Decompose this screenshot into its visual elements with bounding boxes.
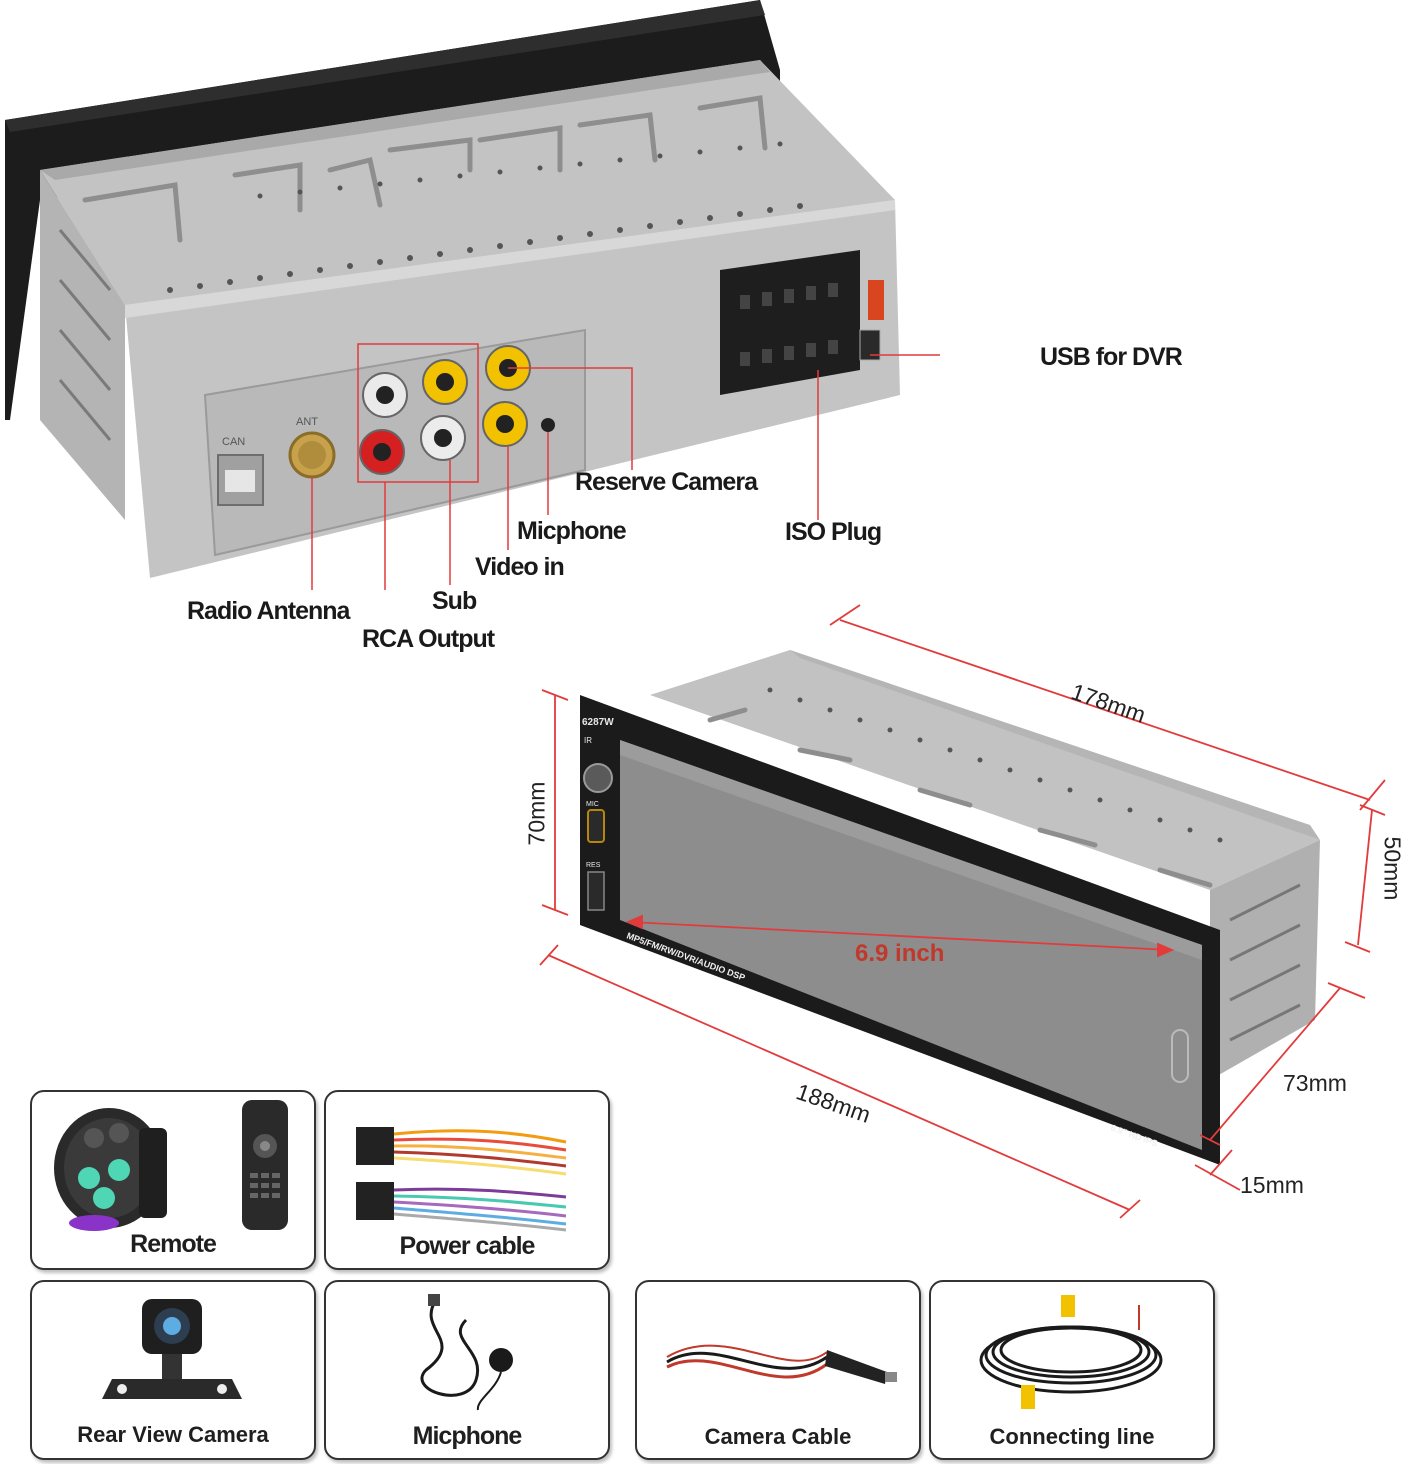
accessory-label-connecting-line: Connecting line (989, 1424, 1155, 1449)
accessory-card-power-cable: Power cable (324, 1090, 610, 1270)
connecting-line-icon (979, 1295, 1163, 1409)
video-in-label: Video in (475, 553, 565, 581)
body-height-dimension: 50mm (1379, 836, 1402, 901)
res-mark: RES (586, 862, 601, 869)
camera-cable-icon (666, 1344, 897, 1384)
ant-mark: ANT (296, 416, 318, 428)
power-cable-icon (356, 1127, 567, 1232)
accessory-label-rear-view-camera: Rear View Camera (77, 1422, 269, 1447)
mic-mark: MIC (586, 801, 599, 808)
microphone-icon (420, 1294, 513, 1411)
accessory-card-camera-cable: Camera Cable (635, 1280, 921, 1460)
usb-for-dvr-label: USB for DVR (1040, 343, 1183, 371)
accessory-card-connecting-line: Connecting line (929, 1280, 1215, 1460)
sub-label: Sub (432, 587, 477, 615)
accessory-label-camera-cable: Camera Cable (704, 1424, 852, 1449)
body-width-dimension: 73mm (1283, 1070, 1347, 1096)
accessory-card-remote: Remote (30, 1090, 316, 1270)
ir-mark: IR (584, 736, 592, 745)
accessory-card-rear-view-camera: Rear View Camera (30, 1280, 316, 1460)
remote-icon (54, 1100, 288, 1231)
can-mark: CAN (222, 436, 245, 448)
radio-antenna-label: Radio Antenna (187, 597, 350, 625)
accessory-label-micphone: Micphone (412, 1422, 523, 1450)
screen-diagonal-dimension: 6.9 inch (855, 940, 945, 967)
iso-plug-label: ISO Plug (785, 518, 882, 546)
model-mark: 6287W (582, 717, 614, 728)
rear-panel-illustration: CAN ANT (5, 0, 940, 590)
accessory-label-power-cable: Power cable (399, 1232, 536, 1260)
accessory-label-remote: Remote (130, 1230, 217, 1258)
camera-icon (102, 1299, 242, 1399)
rca-output-label: RCA Output (362, 625, 495, 653)
front-unit-illustration: 6287W IR MIC RES MP5/FM/RW/DVR/AUDIO DSP… (539, 604, 1386, 1219)
micphone-port-label: Micphone (517, 517, 627, 545)
front-depth-dimension: 15mm (1240, 1172, 1304, 1198)
reserve-camera-label: Reserve Camera (575, 468, 758, 496)
front-height-dimension: 70mm (523, 781, 550, 846)
accessory-card-micphone: Micphone (324, 1280, 610, 1460)
